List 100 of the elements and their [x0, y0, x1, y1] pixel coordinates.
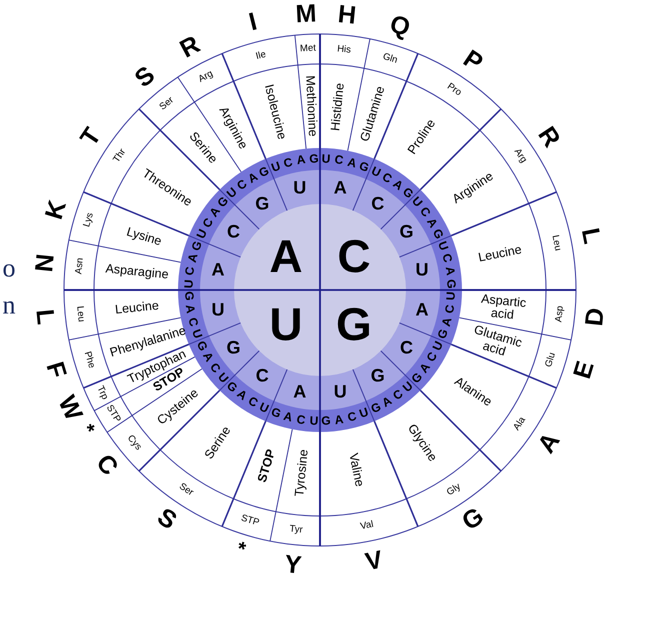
second-base-letter: U	[334, 382, 347, 402]
stop-symbol: *	[234, 539, 248, 562]
second-base-letter: A	[416, 300, 428, 320]
second-base-letter: G	[399, 222, 414, 242]
cropped-text: o	[2, 254, 16, 282]
amino-acid-abbreviation: Arg	[198, 70, 216, 86]
amino-acid-abbreviation: Pro	[444, 81, 463, 98]
amino-acid-abbreviation: Phe	[82, 350, 97, 370]
amino-acid-letter: P	[459, 44, 488, 76]
amino-acid-abbreviation: STP	[240, 513, 260, 528]
third-base-letter: A	[296, 154, 306, 168]
amino-acid-name: Valine	[346, 452, 366, 488]
second-base-letter: G	[255, 194, 270, 213]
amino-acid-abbreviation: STP	[104, 403, 122, 424]
amino-acid-abbreviation: Ser	[177, 482, 196, 499]
amino-acid-letter: G	[458, 503, 489, 536]
second-base-letter: U	[416, 260, 428, 280]
third-base-letter: A	[346, 156, 358, 170]
amino-acid-abbreviation: Glu	[544, 351, 558, 368]
amino-acid-abbreviation: Gly	[445, 482, 463, 498]
amino-acid-abbreviation: His	[336, 44, 351, 56]
amino-acid-abbreviation: Asn	[74, 258, 86, 275]
amino-acid-letter: N	[31, 252, 60, 274]
third-base-letter: G	[189, 239, 204, 252]
amino-acid-letter: H	[336, 1, 358, 30]
stop-codon-label: STOP	[255, 448, 278, 484]
third-base-letter: G	[436, 328, 451, 341]
third-base-letter: C	[440, 252, 454, 264]
amino-acid-abbreviation: Cys	[124, 433, 143, 452]
second-base-letter: G	[226, 338, 241, 358]
amino-acid-letter: R	[176, 30, 204, 62]
second-base-letter: A	[334, 178, 347, 198]
amino-acid-name: Histidine	[329, 82, 347, 132]
amino-acid-letter: L	[576, 226, 606, 246]
amino-acid-abbreviation: Tyr	[289, 524, 304, 536]
second-base-letter: C	[256, 367, 269, 386]
amino-acid-abbreviation: Ile	[255, 50, 268, 62]
third-base-letter: U	[182, 278, 196, 288]
third-base-letter: U	[436, 240, 451, 252]
amino-acid-name: Leucine	[114, 299, 160, 317]
amino-acid-letter: D	[580, 306, 609, 328]
second-base-letter: U	[293, 178, 306, 198]
third-base-letter: G	[369, 400, 383, 416]
second-base-letter: U	[211, 300, 224, 320]
amino-acid-abbreviation: Asp	[554, 304, 566, 322]
amino-acid-abbreviation: Ser	[158, 95, 176, 112]
second-base-letter: C	[400, 338, 413, 358]
third-base-letter: U	[430, 339, 446, 353]
third-base-letter: A	[282, 410, 294, 424]
third-base-letter: C	[296, 412, 306, 426]
amino-acid-letter: V	[363, 546, 385, 576]
amino-acid-letter: E	[569, 358, 600, 382]
second-base-letter: C	[371, 194, 384, 213]
amino-acid-letter: C	[90, 450, 123, 480]
third-base-letter: C	[184, 266, 198, 276]
third-base-letter: U	[308, 414, 318, 428]
third-base-letter: C	[346, 410, 358, 424]
amino-acid-letter: Q	[387, 10, 414, 42]
amino-acid-name: Lysine	[124, 225, 163, 248]
amino-acid-name: Leucine	[478, 243, 524, 265]
amino-acid-name: Methionine	[302, 75, 320, 138]
third-base-letter: A	[186, 252, 200, 264]
third-base-letter: U	[257, 400, 271, 416]
amino-acid-name: Isoleucine	[262, 82, 288, 140]
amino-acid-letter: S	[130, 61, 160, 92]
third-base-letter: G	[358, 159, 371, 174]
first-base-letter: U	[269, 300, 303, 348]
amino-acid-letter: I	[246, 8, 260, 36]
third-base-letter: U	[194, 227, 210, 241]
amino-acid-name: Tyrosine	[293, 448, 311, 498]
amino-acid-abbreviation: Trp	[94, 384, 110, 402]
third-base-letter: C	[186, 316, 200, 328]
third-base-letter: C	[334, 154, 344, 168]
second-base-letter: C	[227, 222, 240, 242]
amino-acid-letter: A	[534, 428, 566, 458]
amino-acid-abbreviation: Met	[300, 44, 316, 55]
third-base-letter: G	[308, 152, 319, 166]
amino-acid-name: Asparagine	[104, 262, 169, 282]
third-base-letter: C	[282, 156, 294, 170]
amino-acid-abbreviation: Ala	[512, 415, 528, 432]
amino-acid-letter: S	[152, 504, 181, 536]
amino-acid-letter: M	[295, 0, 318, 28]
third-base-letter: A	[440, 316, 454, 328]
third-base-letter: G	[269, 406, 282, 421]
third-base-letter: U	[444, 292, 458, 302]
cropped-text: n	[2, 291, 16, 319]
third-base-letter: G	[444, 278, 458, 289]
amino-acid-letter: K	[40, 197, 72, 222]
amino-acid-letter: R	[534, 122, 566, 152]
second-base-letter: A	[293, 382, 306, 402]
amino-acid-letter: Y	[283, 550, 303, 579]
first-base-letter: C	[337, 232, 371, 280]
third-base-letter: A	[334, 412, 344, 426]
third-base-letter: A	[184, 304, 198, 314]
third-base-letter: U	[189, 328, 204, 340]
amino-acid-abbreviation: Lys	[82, 212, 96, 228]
third-base-letter: U	[322, 152, 332, 166]
amino-acid-letter: T	[75, 123, 106, 150]
second-base-letter: A	[211, 260, 224, 280]
third-base-letter: U	[270, 159, 282, 174]
